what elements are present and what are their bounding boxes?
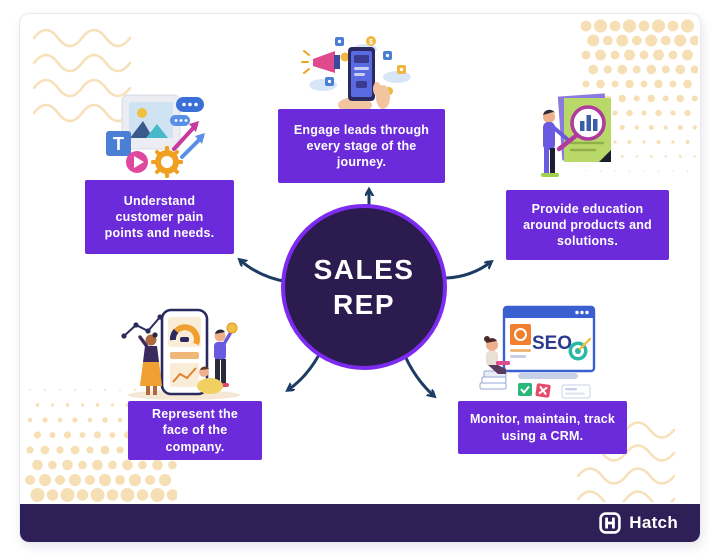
node-engage-leads: Engage leads through every stage of the … [278,109,445,183]
node-label: Understand customer pain points and need… [104,193,215,241]
node-represent-face: Represent the face of the company. [128,401,262,460]
node-monitor-crm: Monitor, maintain, track using a CRM. [458,401,627,454]
arrow-upper-right [444,262,491,280]
person-on-books [479,336,510,390]
footer-bar: Hatch [20,504,700,542]
sales-rep-label: SALES REP [313,254,415,320]
crouching-figure [197,366,223,394]
check-tile-icon [518,383,532,396]
infographic-card: SALES REP Understand customer pain point… [19,13,701,543]
magnifier-bar-chart-icon [556,105,606,152]
hatch-logo: Hatch [599,512,678,534]
node-understand-customer-pain: Understand customer pain points and need… [85,180,234,254]
social-media-phone-illustration: $ [301,36,411,111]
node-label: Monitor, maintain, track using a CRM. [469,412,616,443]
speech-bubble-icon [170,97,204,126]
phone-in-hands [338,47,390,111]
seo-browser-illustration: SEO [479,305,596,399]
node-label: Represent the face of the company. [152,407,238,454]
svg-text:$: $ [369,39,373,46]
node-label: Provide education around products and so… [523,201,652,249]
gear-icon [151,146,183,178]
content-creation-illustration: T [106,94,205,178]
target-icon [568,337,592,361]
person-figure [541,109,569,177]
phone-dashboard [160,308,209,396]
cross-tile-icon [535,383,551,398]
social-icons: $ [325,36,406,95]
document-research-illustration [541,93,611,177]
growth-arrows-icon [172,121,205,159]
brand-name: Hatch [629,513,678,532]
sales-rep-hub: SALES REP [281,204,447,370]
report-card [561,384,591,399]
browser-window: SEO [502,305,596,379]
arrow-lower-right [403,354,434,396]
megaphone-icon [301,50,340,74]
hatch-h-icon [599,512,621,534]
woman-figure [138,332,162,395]
node-label: Engage leads through every stage of the … [293,122,430,170]
play-button-icon [126,151,148,173]
man-figure [213,322,238,387]
text-tool-icon: T [106,131,131,156]
node-provide-education: Provide education around products and so… [506,190,669,260]
analytics-dashboard-illustration [121,308,240,400]
svg-text:T: T [113,134,124,154]
svg-text:SEO: SEO [532,333,572,354]
line-chart-icon [121,314,163,339]
arrow-lower-left [288,351,322,390]
